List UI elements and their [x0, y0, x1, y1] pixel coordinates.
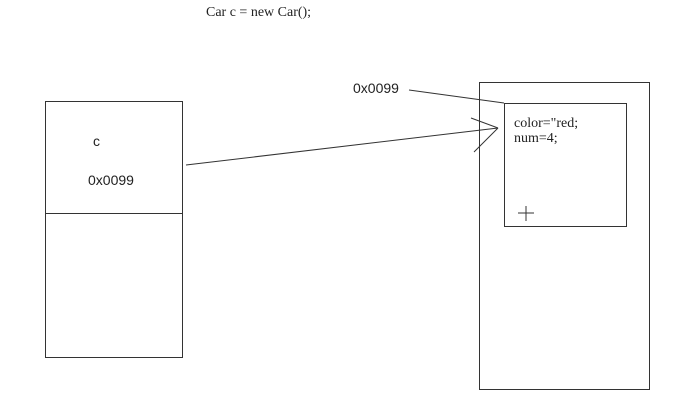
heap-field-color: color="red; — [514, 116, 579, 131]
heap-region — [479, 82, 650, 390]
heap-address-label: 0x0099 — [353, 80, 399, 96]
reference-arrowhead-lower — [473, 127, 499, 153]
stack-variable-name: c — [93, 133, 100, 149]
heap-field-num: num=4; — [514, 131, 558, 146]
address-leader-line — [408, 89, 505, 104]
crosshair-cursor-icon — [518, 206, 534, 221]
heap-object — [504, 103, 627, 227]
reference-arrow-line — [185, 127, 499, 166]
stack-slot-c — [45, 101, 183, 214]
stack-variable-value: 0x0099 — [88, 172, 134, 188]
code-statement: Car c = new Car(); — [206, 5, 312, 20]
reference-arrowhead-upper — [470, 117, 499, 129]
